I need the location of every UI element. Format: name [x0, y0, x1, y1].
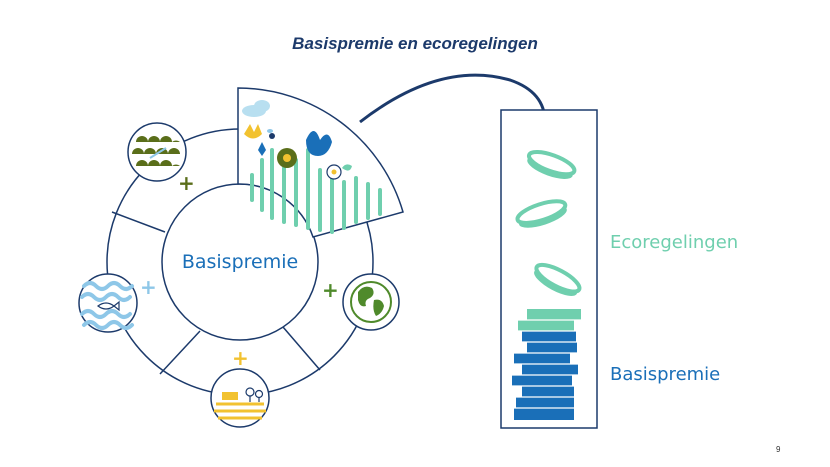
water-fish-icon — [78, 273, 138, 333]
landscape-icon — [127, 122, 187, 182]
coin-dividers — [510, 319, 590, 409]
basis-label: Basispremie — [610, 364, 721, 385]
eco-coin-flat — [527, 309, 581, 320]
eco-label: Ecoregelingen — [610, 232, 739, 253]
eco-coin — [526, 149, 577, 179]
page-number: 9 — [776, 445, 781, 454]
basis-coin-stack — [512, 331, 578, 420]
plus-sign: + — [178, 171, 195, 195]
farm-field-icon — [210, 368, 270, 428]
plus-sign: + — [322, 278, 339, 302]
segment-divider — [159, 330, 201, 375]
flower-meadow-icon — [237, 87, 404, 238]
eco-coin — [534, 262, 582, 296]
plus-sign: + — [140, 275, 157, 299]
segment-divider — [282, 326, 321, 371]
plus-sign: + — [232, 346, 249, 370]
slide-title: Basispremie en ecoregelingen — [292, 34, 538, 53]
segment-divider — [111, 211, 166, 233]
eco-coin — [515, 199, 568, 228]
eco-coin-flat — [518, 320, 574, 331]
center-label: Basispremie — [182, 251, 298, 273]
earth-globe-icon — [342, 273, 400, 331]
